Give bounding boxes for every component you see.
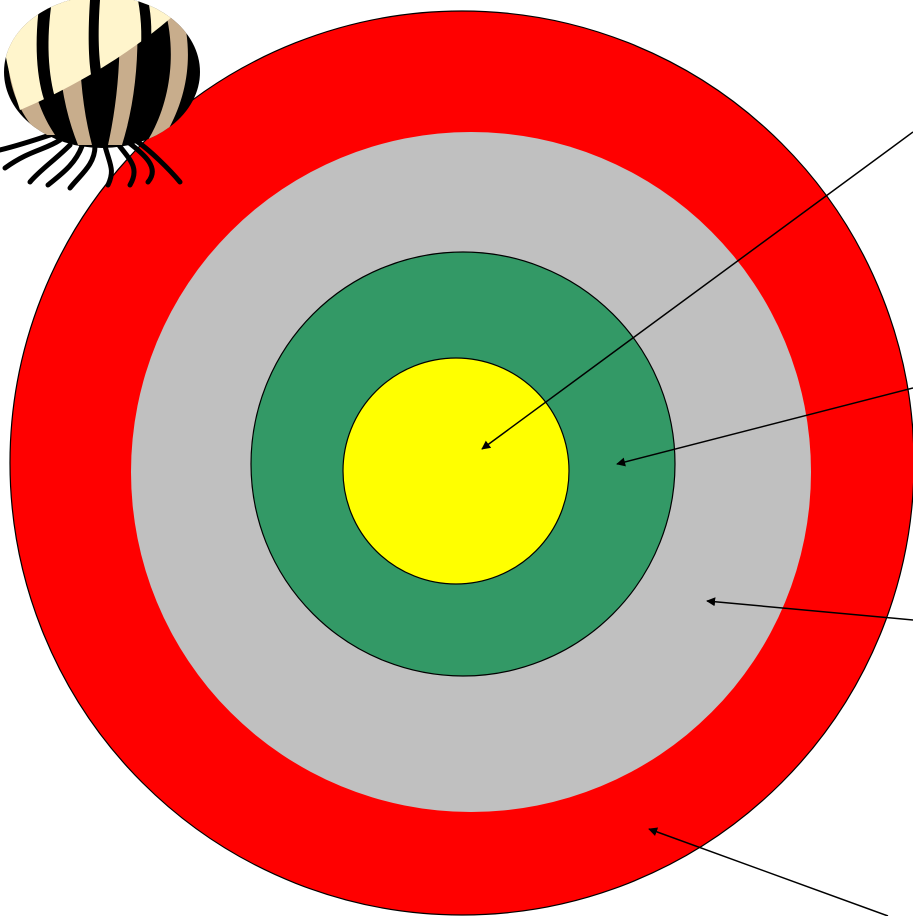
arrow-to-outer-ring [649,829,888,916]
bullseye [343,358,569,584]
